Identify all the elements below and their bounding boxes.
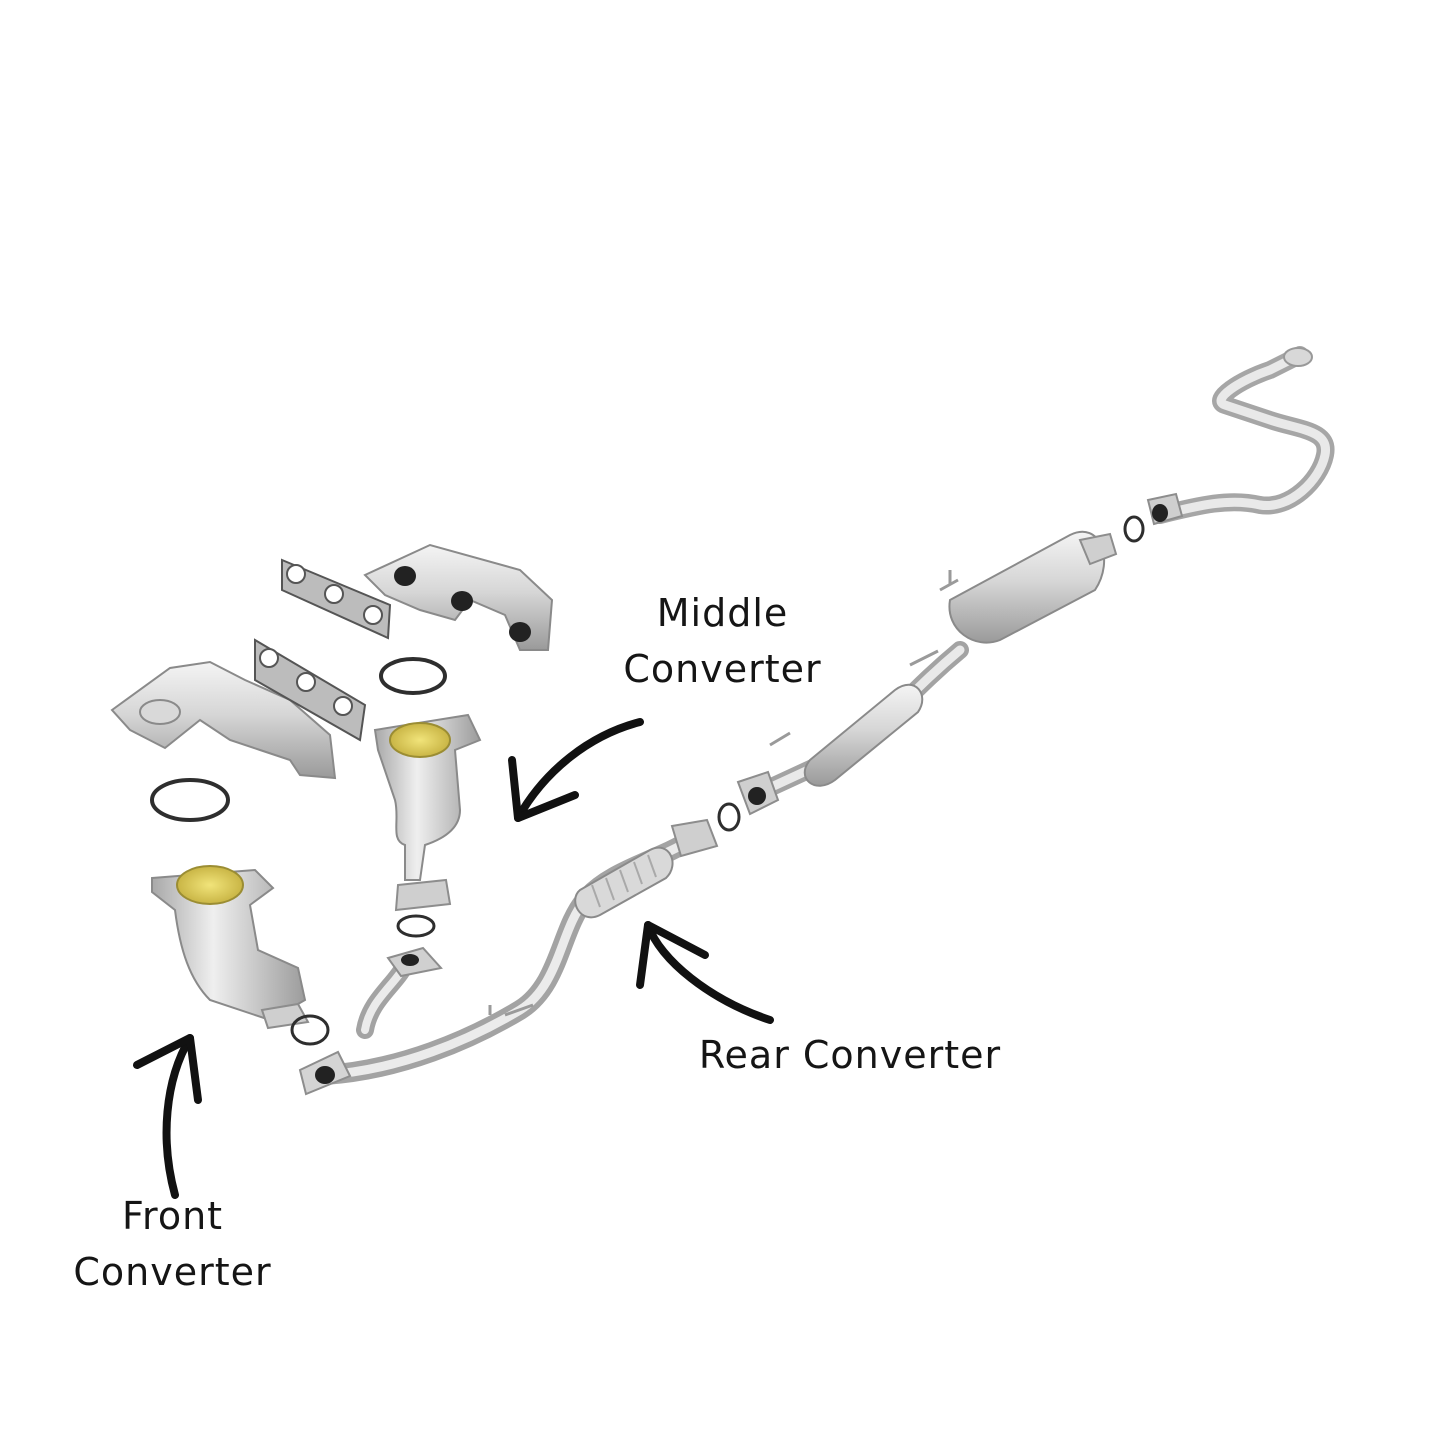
middle-converter <box>373 713 482 912</box>
front-pipe-gasket <box>396 914 436 938</box>
rear-converter-label-text: Rear Converter <box>698 1033 1002 1077</box>
resonator-gasket <box>717 802 741 832</box>
front-converter-gasket <box>290 1014 330 1046</box>
tailpipe <box>1146 346 1335 526</box>
middle-converter-arrow <box>508 718 644 822</box>
front-converter <box>151 865 310 1030</box>
middle-converter-label: Middle Converter <box>600 585 845 697</box>
resonator <box>736 641 969 816</box>
left-manifold-ring-gasket <box>150 778 230 822</box>
rear-converter-label: Rear Converter <box>680 1027 1020 1083</box>
left-exhaust-manifold <box>110 660 337 780</box>
front-converter-arrow <box>133 1034 202 1199</box>
front-converter-label-line2: Converter <box>73 1250 272 1294</box>
middle-converter-label-line2: Converter <box>623 647 822 691</box>
right-manifold-gasket <box>281 558 392 640</box>
left-manifold-gasket <box>254 638 367 742</box>
right-manifold-ring-gasket <box>379 657 447 695</box>
rear-converter-arrow <box>636 921 774 1024</box>
muffler <box>939 530 1118 644</box>
front-converter-label-line1: Front <box>121 1194 224 1238</box>
middle-converter-label-line1: Middle <box>656 591 789 635</box>
front-pipe <box>298 818 719 1096</box>
tail-gasket <box>1123 515 1145 543</box>
right-exhaust-manifold <box>363 543 554 651</box>
front-converter-label: Front Converter <box>45 1188 300 1300</box>
